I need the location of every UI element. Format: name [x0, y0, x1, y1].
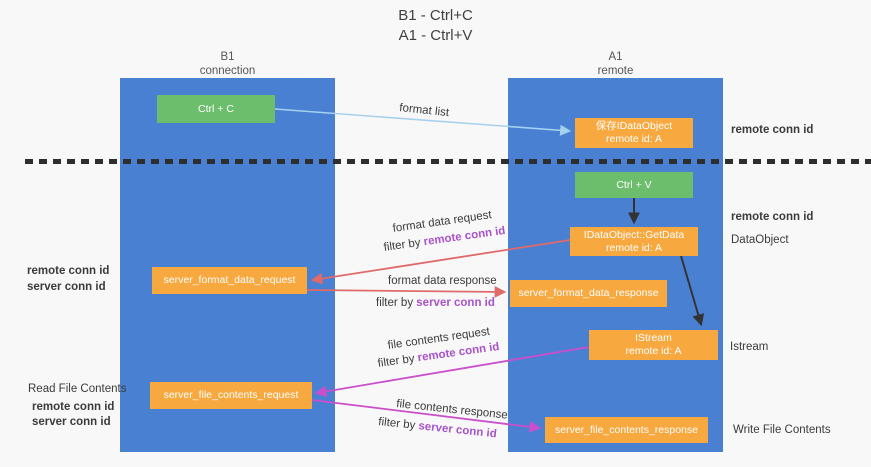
column-header-b1-name: B1 — [220, 51, 235, 63]
diagram-title: B1 - Ctrl+C A1 - Ctrl+V — [0, 6, 871, 46]
column-header-b1: B1 connection — [120, 50, 335, 78]
format-data-response-arrow — [306, 286, 507, 298]
node-idataobject-getdata-line2: remote id: A — [605, 241, 663, 254]
file-contents-request-arrow — [314, 346, 590, 398]
column-header-a1-subtitle: remote — [597, 65, 634, 77]
node-istream-line2: remote id: A — [625, 345, 682, 357]
server-conn-id-text: server conn id — [416, 297, 495, 309]
side-label-remote-conn-id-left2: remote conn id — [32, 401, 115, 413]
filter-by-text: filter by — [376, 297, 414, 309]
node-istream-line1: IStream — [635, 332, 672, 344]
node-ctrl-c-label: Ctrl + C — [198, 102, 234, 115]
column-header-b1-subtitle: connection — [199, 65, 256, 77]
side-label-remote-conn-id-mid: remote conn id — [731, 211, 814, 223]
node-idataobject-getdata-line1: IDataObject::GetData — [583, 228, 685, 241]
node-server-file-contents-response: server_file_contents_response — [545, 417, 708, 443]
node-ctrl-v: Ctrl + V — [575, 172, 693, 198]
side-label-server-conn-id-left2: server conn id — [32, 416, 111, 428]
side-label-istream: Istream — [730, 341, 769, 353]
node-save-idataobject-line1: 保存IDataObject — [595, 120, 673, 132]
side-label-remote-conn-id-left1: remote conn id — [27, 265, 110, 277]
side-label-server-conn-id-left1: server conn id — [27, 281, 106, 293]
column-header-a1: A1 remote — [508, 50, 723, 78]
node-save-idataobject-line2: remote id: A — [605, 133, 663, 145]
node-server-file-contents-request: server_file_contents_request — [150, 382, 312, 409]
side-label-write-file-contents: Write File Contents — [733, 424, 831, 436]
dashed-separator-line — [25, 159, 871, 164]
file-contents-response-arrow — [311, 399, 542, 433]
format-list-arrow — [274, 108, 572, 136]
format-data-request-arrow — [310, 239, 571, 285]
edge-label-filter-format-response: filter by server conn id — [376, 297, 495, 309]
getdata-to-istream-arrow — [680, 255, 705, 327]
node-server-format-data-request-label: server_format_data_request — [163, 274, 296, 286]
node-server-format-data-response-label: server_format_data_response — [518, 287, 659, 299]
title-line-1: B1 - Ctrl+C — [398, 7, 473, 24]
node-ctrl-v-label: Ctrl + V — [616, 178, 652, 191]
node-server-format-data-request: server_format_data_request — [152, 267, 307, 294]
node-idataobject-getdata: IDataObject::GetData remote id: A — [570, 227, 698, 256]
edge-label-format-data-response: format data response — [388, 275, 497, 287]
side-label-remote-conn-id-top: remote conn id — [731, 124, 814, 136]
node-server-file-contents-response-label: server_file_contents_response — [554, 423, 698, 436]
side-label-read-file-contents: Read File Contents — [28, 383, 127, 395]
node-save-idataobject: 保存IDataObject remote id: A — [575, 118, 693, 148]
node-ctrl-c: Ctrl + C — [157, 95, 275, 123]
column-header-a1-name: A1 — [608, 51, 623, 63]
node-istream: IStream remote id: A — [589, 330, 718, 360]
title-line-2: A1 - Ctrl+V — [398, 27, 473, 44]
node-server-file-contents-request-label: server_file_contents_request — [163, 389, 299, 401]
side-label-dataobject: DataObject — [731, 234, 789, 246]
node-server-format-data-response: server_format_data_response — [510, 280, 667, 307]
